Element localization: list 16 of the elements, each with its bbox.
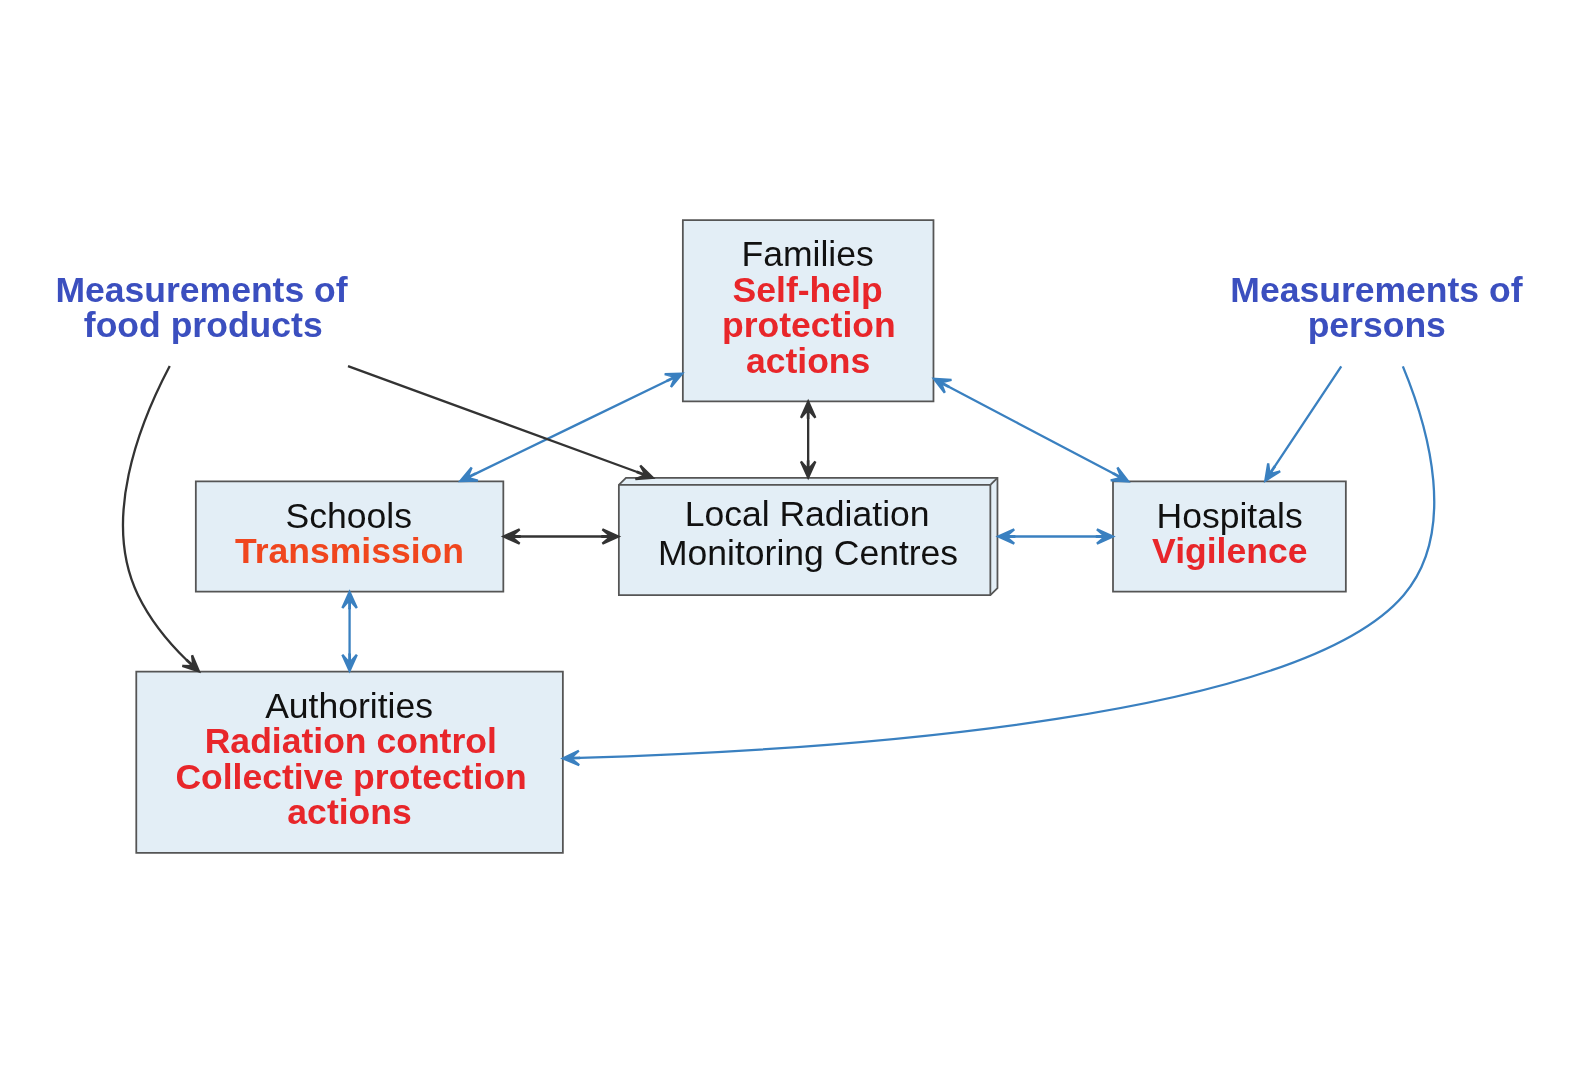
arrow xyxy=(341,590,358,672)
arrow xyxy=(1264,365,1343,482)
arrow xyxy=(122,364,201,673)
arrow xyxy=(459,371,684,482)
node-box: Families Self-help protection actions xyxy=(681,218,935,402)
arrow xyxy=(561,365,1436,766)
arrow xyxy=(347,364,655,480)
arrow xyxy=(799,399,817,479)
node-text: Measurements of persons xyxy=(1230,269,1523,345)
node-box: Authorities Radiation control Collective protection actions xyxy=(135,670,564,854)
arrow xyxy=(502,527,620,545)
arrow xyxy=(997,527,1115,545)
node-box: Schools Transmission xyxy=(194,480,505,592)
node-box: Hospitals Vigilence xyxy=(1112,480,1347,592)
arrow xyxy=(932,377,1130,482)
node-text: Measurements of food products xyxy=(55,269,348,345)
